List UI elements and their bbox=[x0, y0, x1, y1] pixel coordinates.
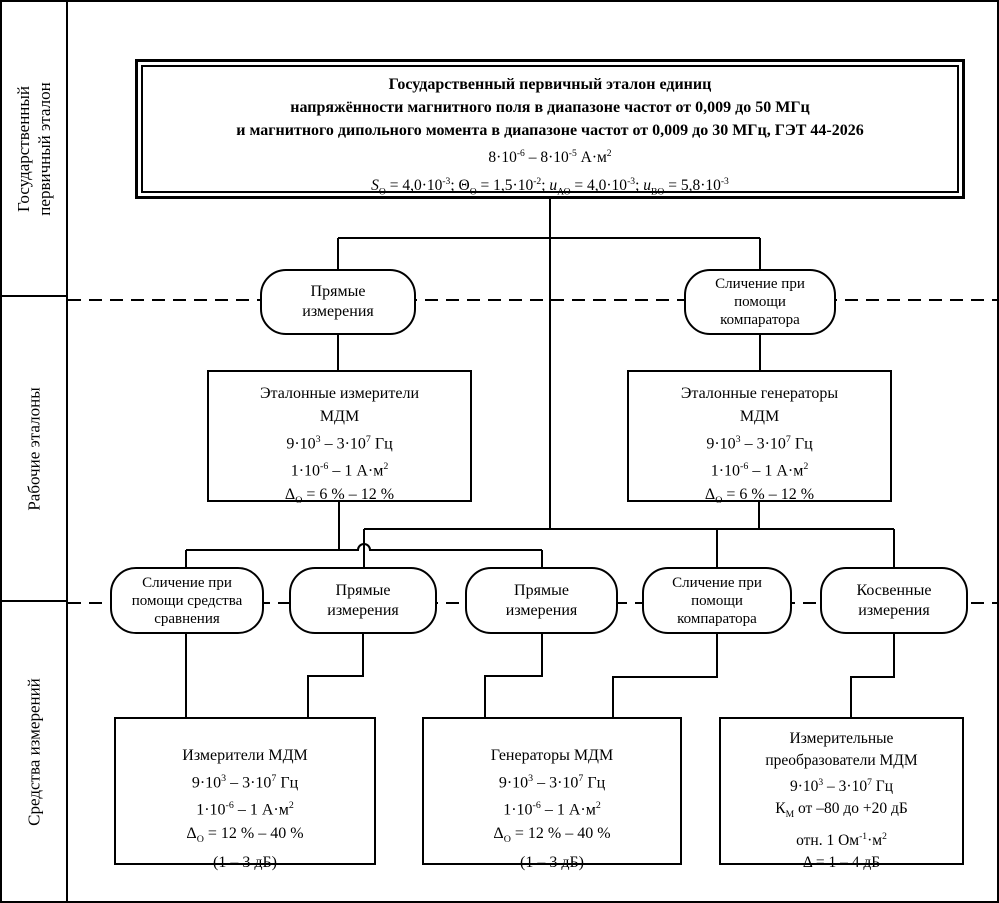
level-label-column: Государственный первичный эталон Рабочие… bbox=[2, 2, 68, 901]
level-measuring-instruments: Средства измерений bbox=[2, 602, 66, 901]
connector bbox=[612, 634, 718, 718]
method-label: Сличение при помощи компаратора bbox=[715, 276, 805, 328]
method-label: Сличение при помощи средства сравнения bbox=[131, 574, 243, 627]
method-label: Косвенные измерения bbox=[856, 581, 932, 619]
method-label: Прямые измерения bbox=[302, 283, 374, 320]
method-indirect-measurements: Косвенные измерения bbox=[820, 567, 968, 634]
level-working-standards: Рабочие эталоны bbox=[2, 297, 66, 602]
primary-standard-title: Государственный первичный эталон единиц … bbox=[236, 76, 864, 139]
connector-with-hop bbox=[186, 543, 542, 551]
method-comparison-means: Сличение при помощи средства сравнения bbox=[110, 567, 264, 634]
level-label: Государственный первичный эталон bbox=[14, 81, 54, 216]
method-label: Сличение при помощи компаратора bbox=[672, 574, 762, 627]
level-label: Рабочие эталоны bbox=[24, 386, 44, 511]
primary-standard-range: 8·10-6 – 8·10-5 А·м2 bbox=[488, 148, 612, 167]
method-comparator-mid: Сличение при помощи компаратора bbox=[642, 567, 792, 634]
primary-standard-box: Государственный первичный эталон единиц … bbox=[135, 59, 965, 199]
method-comparator-top: Сличение при помощи компаратора bbox=[684, 269, 836, 335]
level-label: Средства измерений bbox=[24, 677, 44, 826]
primary-standard-uncertainty: SО = 4,0·10-3; ΘО = 1,5·10-2; uАО = 4,0·… bbox=[371, 176, 729, 198]
method-direct-measurements-1: Прямые измерения bbox=[289, 567, 437, 634]
method-label: Прямые измерения bbox=[327, 581, 399, 619]
method-label: Прямые измерения bbox=[505, 581, 578, 619]
primary-standard-inner-frame: Государственный первичный эталон единиц … bbox=[141, 65, 959, 197]
level-primary-standard: Государственный первичный эталон bbox=[2, 2, 66, 297]
method-direct-measurements-2: Прямые измерения bbox=[465, 567, 618, 634]
connector bbox=[484, 634, 543, 718]
connector bbox=[850, 634, 895, 718]
method-direct-measurements-top: Прямые измерения bbox=[260, 269, 416, 335]
connector bbox=[307, 634, 364, 718]
